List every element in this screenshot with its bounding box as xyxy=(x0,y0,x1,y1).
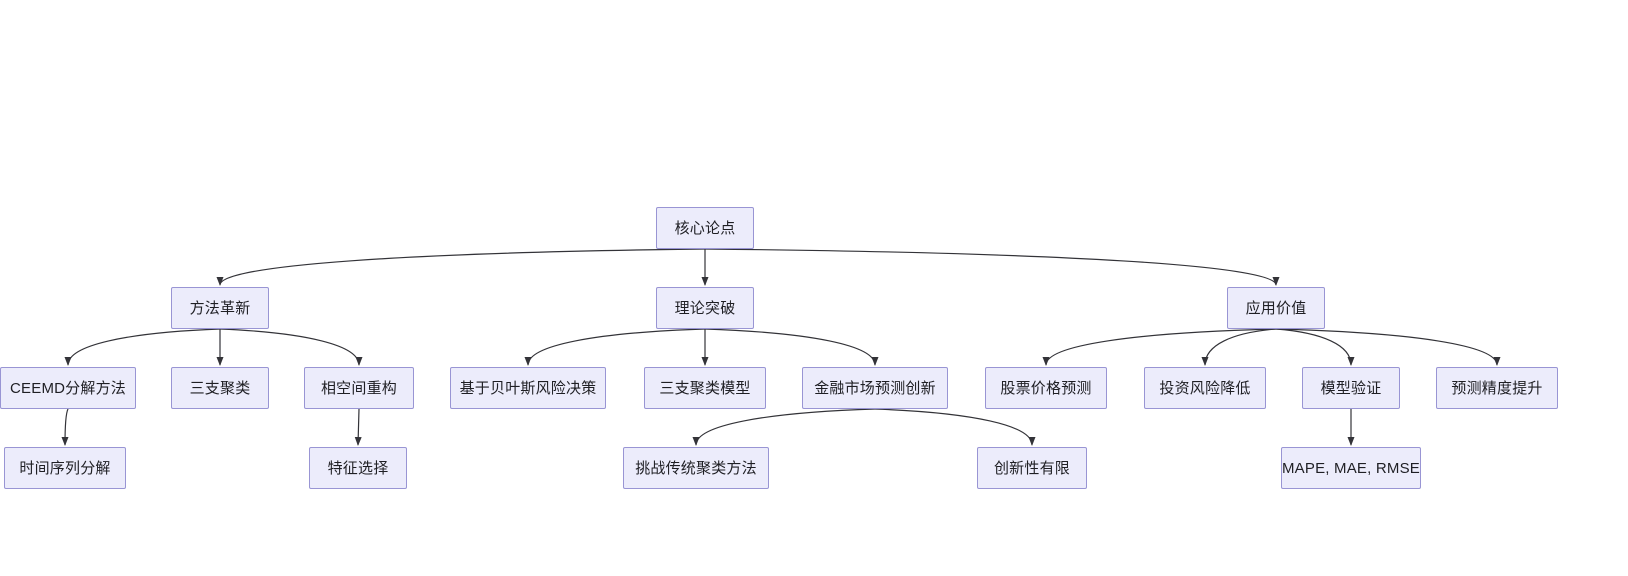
node-label: 基于贝叶斯风险决策 xyxy=(459,379,597,397)
node-label: 投资风险降低 xyxy=(1159,379,1251,397)
node-c2[interactable]: 三支聚类 xyxy=(171,367,269,409)
node-label: 挑战传统聚类方法 xyxy=(635,459,757,477)
edge-paths xyxy=(61,248,1501,446)
node-c9[interactable]: 模型验证 xyxy=(1302,367,1400,409)
edge-b2-to-c6 xyxy=(704,328,879,366)
node-c6[interactable]: 金融市场预测创新 xyxy=(802,367,948,409)
edge-c6-to-d3 xyxy=(692,408,876,446)
node-b1[interactable]: 方法革新 xyxy=(171,287,269,329)
edge-b2-to-c4 xyxy=(524,328,706,366)
node-label: 特征选择 xyxy=(327,459,389,477)
node-label: 相空间重构 xyxy=(320,379,397,397)
node-c5[interactable]: 三支聚类模型 xyxy=(644,367,766,409)
node-label: 预测精度提升 xyxy=(1451,379,1543,397)
node-label: 三支聚类模型 xyxy=(659,379,751,397)
node-c3[interactable]: 相空间重构 xyxy=(304,367,414,409)
edge-b1-to-c3 xyxy=(219,328,363,366)
node-label: 方法革新 xyxy=(189,299,251,317)
node-label: 核心论点 xyxy=(674,219,736,237)
node-label: 应用价值 xyxy=(1245,299,1307,317)
node-c4[interactable]: 基于贝叶斯风险决策 xyxy=(450,367,606,409)
node-c10[interactable]: 预测精度提升 xyxy=(1436,367,1558,409)
node-label: 创新性有限 xyxy=(993,459,1070,477)
node-d4[interactable]: 创新性有限 xyxy=(977,447,1087,489)
node-d5[interactable]: MAPE, MAE, RMSE xyxy=(1281,447,1421,489)
edge-b3-to-c10 xyxy=(1275,328,1501,366)
edge-b3-to-c8 xyxy=(1201,328,1277,366)
edge-c6-to-d4 xyxy=(874,408,1036,446)
node-d1[interactable]: 时间序列分解 xyxy=(4,447,126,489)
node-label: MAPE, MAE, RMSE xyxy=(1281,459,1421,477)
node-label: 时间序列分解 xyxy=(19,459,111,477)
node-b2[interactable]: 理论突破 xyxy=(656,287,754,329)
node-c7[interactable]: 股票价格预测 xyxy=(985,367,1107,409)
node-c8[interactable]: 投资风险降低 xyxy=(1144,367,1266,409)
node-root[interactable]: 核心论点 xyxy=(656,207,754,249)
node-c1[interactable]: CEEMD分解方法 xyxy=(0,367,136,409)
node-label: 模型验证 xyxy=(1320,379,1382,397)
node-b3[interactable]: 应用价值 xyxy=(1227,287,1325,329)
edge-root-to-b1 xyxy=(216,248,706,286)
node-label: 金融市场预测创新 xyxy=(814,379,936,397)
edge-c3-to-d2 xyxy=(354,408,362,446)
edge-b3-to-c9 xyxy=(1275,328,1355,366)
node-label: 理论突破 xyxy=(674,299,736,317)
edge-b3-to-c7 xyxy=(1042,328,1277,366)
node-d2[interactable]: 特征选择 xyxy=(309,447,407,489)
node-d3[interactable]: 挑战传统聚类方法 xyxy=(623,447,769,489)
node-label: 三支聚类 xyxy=(189,379,251,397)
edge-root-to-b3 xyxy=(704,248,1280,286)
edge-b1-to-c1 xyxy=(64,328,221,366)
node-label: 股票价格预测 xyxy=(1000,379,1092,397)
node-label: CEEMD分解方法 xyxy=(10,379,126,397)
edge-c1-to-d1 xyxy=(61,408,69,446)
